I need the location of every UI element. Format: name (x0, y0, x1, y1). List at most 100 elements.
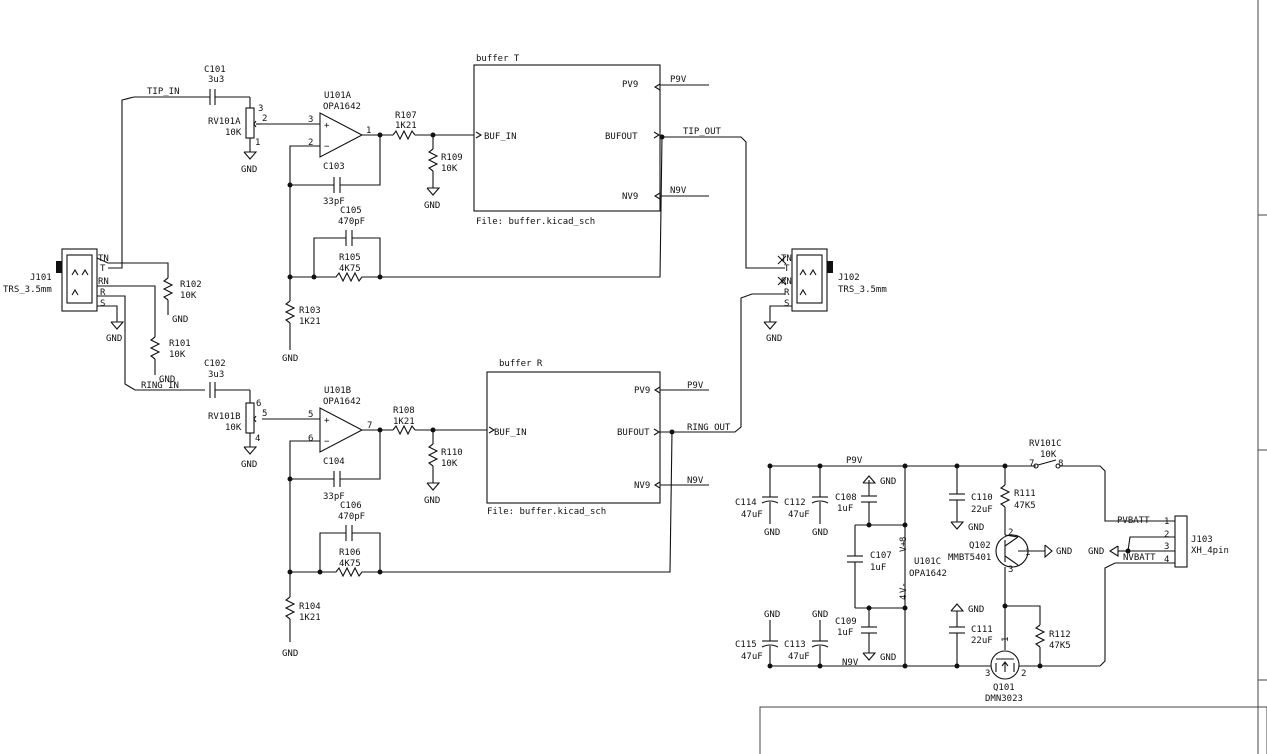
u101b-plus: + (324, 416, 330, 426)
j102-pin-rn: RN (781, 277, 792, 287)
c112-ref: C112 (784, 498, 806, 508)
c113-value: 47uF (788, 652, 810, 662)
j101-ref: J101 (30, 273, 52, 283)
c112-value: 47uF (788, 510, 810, 520)
transistor-q101: 1 2 3 Q101 DMN3023 (985, 606, 1026, 704)
j103-pin3: 3 (1164, 542, 1169, 552)
rv101a-pin1: 1 (255, 138, 260, 148)
c109-value: 1uF (837, 628, 853, 638)
rv101a-value: 10K (225, 128, 242, 138)
r101-ref: R101 (169, 339, 191, 349)
u101a-value: OPA1642 (323, 102, 361, 112)
c113-ref: C113 (784, 640, 806, 650)
capacitor-c110: GND C110 22uF (949, 466, 993, 533)
rv101c-pin7: 7 (1029, 459, 1034, 469)
r101-value: 10K (169, 350, 186, 360)
gnd-label: GND (159, 375, 175, 385)
c110-ref: C110 (971, 493, 993, 503)
c114-ref: C114 (735, 498, 757, 508)
sheet-buffer-r: buffer R File: buffer.kicad_sch BUF_IN P… (486, 359, 661, 517)
j103-value: XH_4pin (1191, 546, 1229, 556)
u101c-ref: U101C (914, 557, 941, 567)
q102-pin3: 3 (1008, 565, 1013, 575)
j101-pin-rn: RN (98, 277, 109, 287)
gnd-symbol: GND (106, 321, 125, 344)
r102-value: 10K (180, 291, 197, 301)
sheet-buffer-r-box (486, 371, 661, 504)
capacitor-c101: C101 3u3 (204, 65, 226, 105)
u101b-pin5: 5 (308, 410, 313, 420)
u101a-pin3: 3 (308, 115, 313, 125)
u101b-minus: − (324, 437, 330, 447)
gnd-symbol: GND (424, 187, 440, 211)
resistor-r112: R112 47K5 (1034, 624, 1071, 666)
gnd-symbol: GND (424, 482, 440, 506)
gnd-label: GND (241, 165, 257, 175)
u101a-pin2: 2 (308, 138, 313, 148)
u101c-pin8: 8 (899, 537, 909, 542)
gnd-label: GND (764, 610, 780, 620)
net-label-n9v: N9V (670, 186, 687, 196)
j101-value: TRS_3.5mm (3, 285, 52, 295)
resistor-r104: R104 1K21 GND (282, 572, 321, 659)
net-label-ring-in: RING_IN (141, 381, 179, 391)
sheet-buffer-r-pin-pv9: PV9 (634, 386, 650, 396)
gnd-label: GND (282, 649, 298, 659)
gnd-symbol: GND (241, 446, 257, 470)
ring-channel: RING_IN C102 3u3 6 5 4 RV101B 10K GND + (141, 293, 785, 659)
gnd-label: GND (424, 201, 440, 211)
power-section: P9V N9V RV101C 10K 7 8 PVBATT NVBATT 1 (735, 439, 1229, 704)
gnd-symbol: GND (763, 321, 782, 344)
rv101b-value: 10K (225, 423, 242, 433)
u101c-vplus: V+ (899, 541, 909, 552)
sheet-buffer-t-pin-bufout: BUFOUT (605, 132, 638, 142)
u101a-pin1: 1 (366, 126, 371, 136)
sheet-frame (759, 0, 1267, 754)
gnd-label: GND (812, 610, 828, 620)
r110-value: 10K (441, 459, 458, 469)
sheet-buffer-t-title: buffer T (476, 54, 520, 64)
c104-value: 33pF (323, 492, 345, 502)
net-label-n9v: N9V (842, 658, 859, 668)
r103-ref: R103 (299, 306, 321, 316)
c110-value: 22uF (971, 505, 993, 515)
sheet-buffer-r-title: buffer R (499, 359, 543, 369)
rv101a-pin3: 3 (258, 104, 263, 114)
gnd-label: GND (424, 496, 440, 506)
gnd-label: GND (968, 523, 984, 533)
j103-pin2: 2 (1164, 530, 1169, 540)
gnd-label: GND (241, 460, 257, 470)
r112-value: 47K5 (1049, 641, 1071, 651)
rv101c-pin8: 8 (1058, 459, 1063, 469)
gnd-label: GND (1056, 547, 1072, 557)
gnd-label: GND (766, 334, 782, 344)
gnd-label: GND (812, 528, 828, 538)
resistor-r108: R108 1K21 (392, 406, 416, 436)
resistor-r103: R103 1K21 GND (282, 277, 321, 364)
j101-pin-t: T (100, 264, 106, 274)
u101a-minus: − (324, 142, 330, 152)
capacitor-c102: C102 3u3 (204, 359, 226, 398)
c105-ref: C105 (340, 206, 362, 216)
c101-value: 3u3 (208, 75, 224, 85)
r110-ref: R110 (441, 448, 463, 458)
gnd-label: GND (880, 477, 896, 487)
net-label-pvbatt: PVBATT (1117, 516, 1150, 526)
rv101c-ref: RV101C (1029, 439, 1062, 449)
net-label-p9v: P9V (846, 456, 863, 466)
q101-pin2: 2 (1021, 669, 1026, 679)
jack-j102: J102 TRS_3.5mm TN T RN R S (781, 248, 887, 312)
c103-value: 33pF (323, 197, 345, 207)
tip-channel: TIP_IN C101 3u3 3 2 1 RV101A 10K GND (108, 54, 785, 364)
net-label-nvbatt: NVBATT (1123, 553, 1156, 563)
c101-ref: C101 (204, 65, 226, 75)
r106-ref: R106 (339, 548, 361, 558)
capacitor-c114: C114 47uF GND (735, 466, 780, 538)
c107-value: 1uF (870, 563, 886, 573)
sheet-buffer-t-box (473, 64, 661, 212)
net-label-ring-out: RING_OUT (687, 423, 731, 433)
sheet-buffer-t-file: File: buffer.kicad_sch (476, 217, 595, 227)
c115-value: 47uF (741, 652, 763, 662)
q101-pin3: 3 (985, 669, 990, 679)
rv101b-pin5: 5 (262, 409, 267, 419)
